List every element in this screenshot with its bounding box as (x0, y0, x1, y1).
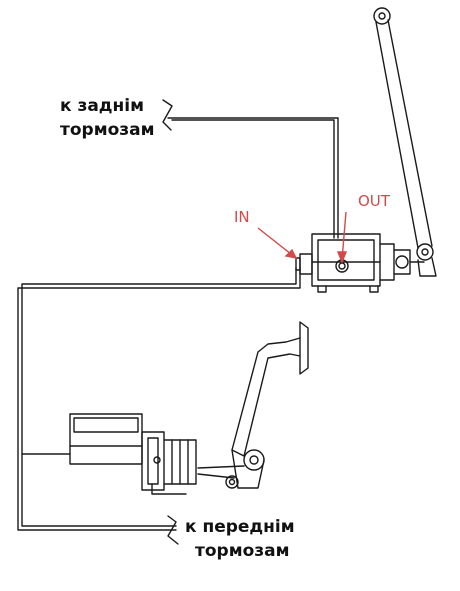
rear-brake-line (162, 99, 339, 239)
front-brakes-label-line1: к переднім (185, 517, 295, 537)
front-brakes-label-line2: тормозам (195, 541, 290, 561)
front-brake-line (17, 267, 301, 545)
lower-master-cylinder (69, 413, 197, 495)
upper-lever (373, 7, 437, 277)
pedal-assembly (197, 321, 309, 489)
rear-brakes-label-line1: к заднім (60, 96, 145, 116)
line-break-mark-lower (167, 515, 179, 545)
in-label: IN (234, 208, 250, 226)
rear-brakes-label-line2: тормозам (60, 120, 155, 140)
upper-master-cylinder (295, 233, 425, 293)
out-label: OUT (358, 192, 390, 210)
line-break-mark (162, 99, 173, 131)
